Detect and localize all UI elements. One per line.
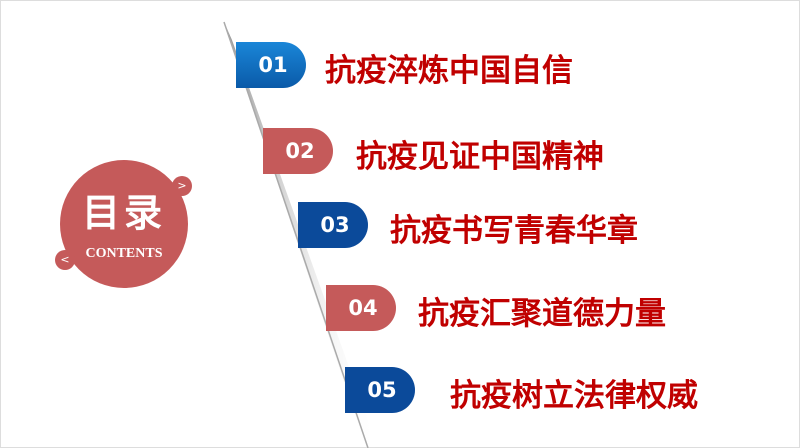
item-label[interactable]: 抗疫汇聚道德力量 bbox=[418, 296, 666, 332]
item-label[interactable]: 抗疫淬炼中国自信 bbox=[325, 53, 573, 89]
item-number-badge: 05 bbox=[345, 367, 415, 413]
contents-circle: 目录 CONTENTS bbox=[60, 160, 188, 288]
right-arrow-icon: > bbox=[172, 176, 192, 196]
item-label[interactable]: 抗疫见证中国精神 bbox=[356, 139, 604, 175]
item-label[interactable]: 抗疫树立法律权威 bbox=[450, 378, 698, 414]
item-number-badge: 01 bbox=[236, 42, 306, 88]
item-number-badge: 04 bbox=[326, 285, 396, 331]
item-number-badge: 02 bbox=[263, 128, 333, 174]
item-number-badge: 03 bbox=[298, 202, 368, 248]
contents-title: 目录 bbox=[81, 191, 166, 235]
contents-subtitle: CONTENTS bbox=[85, 246, 163, 261]
left-arrow-icon: < bbox=[55, 250, 75, 270]
item-label[interactable]: 抗疫书写青春华章 bbox=[390, 213, 638, 249]
